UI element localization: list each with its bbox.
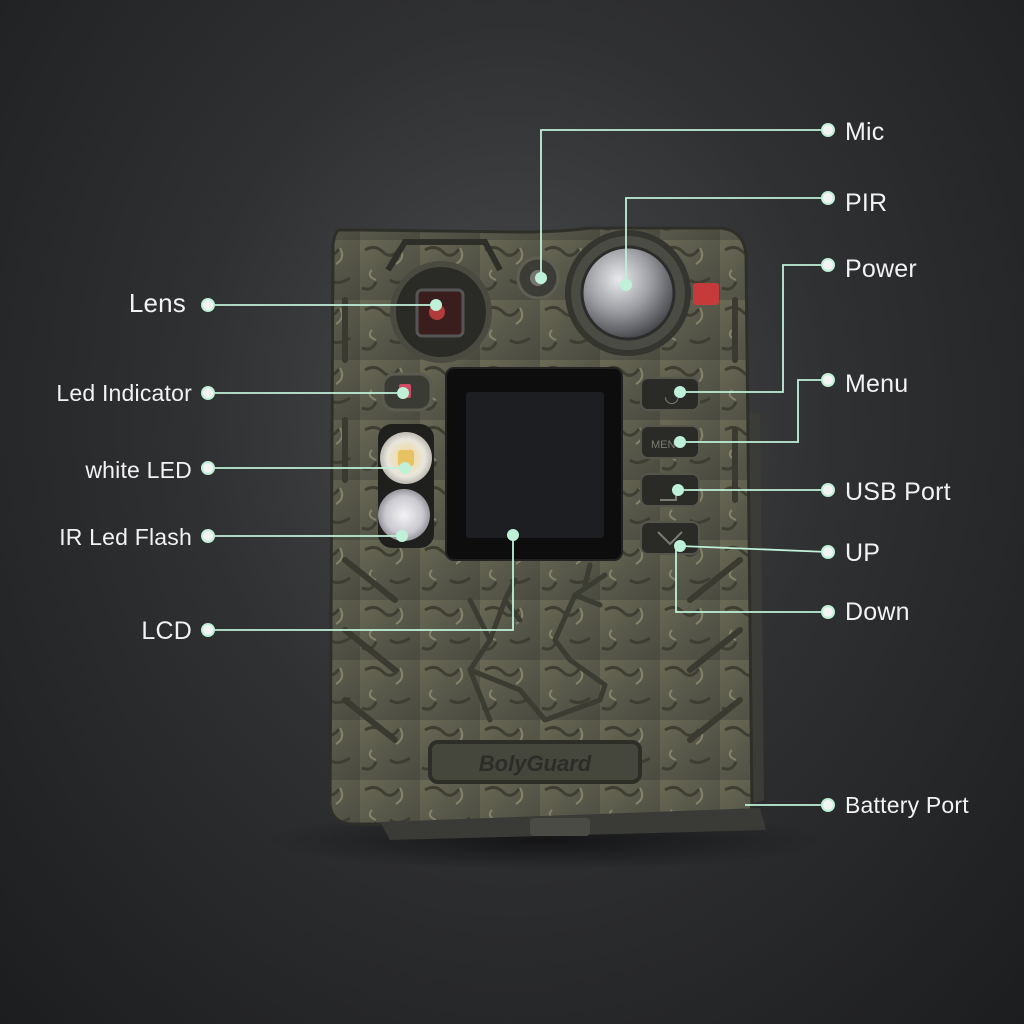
label-white-led: white LED [85, 457, 192, 483]
callout-dot-power [674, 386, 686, 398]
label-mic: Mic [845, 118, 885, 146]
callout-dot-usb [672, 484, 684, 496]
callout-dot-pir [620, 279, 632, 291]
power-button [640, 377, 700, 411]
callout-dot-battery [821, 798, 835, 812]
red-latch [693, 283, 719, 305]
callout-dot-pir [821, 191, 835, 205]
bottom-tab [530, 818, 590, 836]
label-up: UP [845, 539, 881, 567]
callout-dot-ir_flash [396, 530, 408, 542]
callout-dot-mic [821, 123, 835, 137]
label-down: Down [845, 598, 910, 626]
leader-line-lcd [208, 535, 514, 631]
leader-line-pir [625, 197, 828, 285]
ir-led-flash [378, 489, 430, 541]
callout-dot-power [821, 258, 835, 272]
callout-dot-white_led [399, 462, 411, 474]
callout-dot-white_led [201, 461, 215, 475]
white-led-core [398, 450, 414, 466]
leader-line-menu [680, 379, 828, 443]
callout-dot-lcd [507, 529, 519, 541]
callout-dot-lcd [201, 623, 215, 637]
up-button [640, 521, 700, 555]
callout-dot-lens [430, 299, 442, 311]
callout-dot-ir_flash [201, 529, 215, 543]
label-menu: Menu [845, 370, 909, 398]
lens-hood [385, 239, 503, 272]
callout-dot-mic [535, 272, 547, 284]
callout-dot-menu [674, 436, 686, 448]
callout-dot-usb [821, 483, 835, 497]
leader-line-up [679, 545, 829, 553]
callout-dot-up [821, 545, 835, 559]
brand-text: BolyGuard [479, 751, 592, 776]
pir-sensor [580, 245, 676, 341]
brand-plate [428, 740, 642, 784]
leader-line-mic [540, 129, 828, 278]
label-power: Power [845, 255, 917, 283]
leader-line-down [675, 546, 828, 613]
callout-leaders [208, 129, 829, 806]
label-ir-led-flash: IR Led Flash [59, 524, 192, 550]
callout-dot-lens [201, 298, 215, 312]
down-arrow-icon [657, 531, 683, 546]
lcd-screen [466, 392, 604, 538]
label-lens: Lens [128, 288, 186, 318]
label-led-indicator: Led Indicator [56, 380, 192, 406]
callout-dot-down [821, 605, 835, 619]
callout-dot-led_indicator [201, 386, 215, 400]
callout-dots [201, 123, 835, 812]
callout-dot-up [674, 540, 686, 552]
label-lcd: LCD [141, 617, 192, 645]
label-pir: PIR [845, 189, 888, 217]
callout-dot-menu [821, 373, 835, 387]
label-usb-port: USB Port [845, 478, 951, 506]
side-buttons: ◡ MEN [640, 377, 700, 555]
leader-line-power [680, 264, 828, 393]
menu-button-text: MEN [651, 439, 676, 451]
label-battery-port: Battery Port [845, 792, 969, 818]
callout-dot-led_indicator [397, 387, 409, 399]
